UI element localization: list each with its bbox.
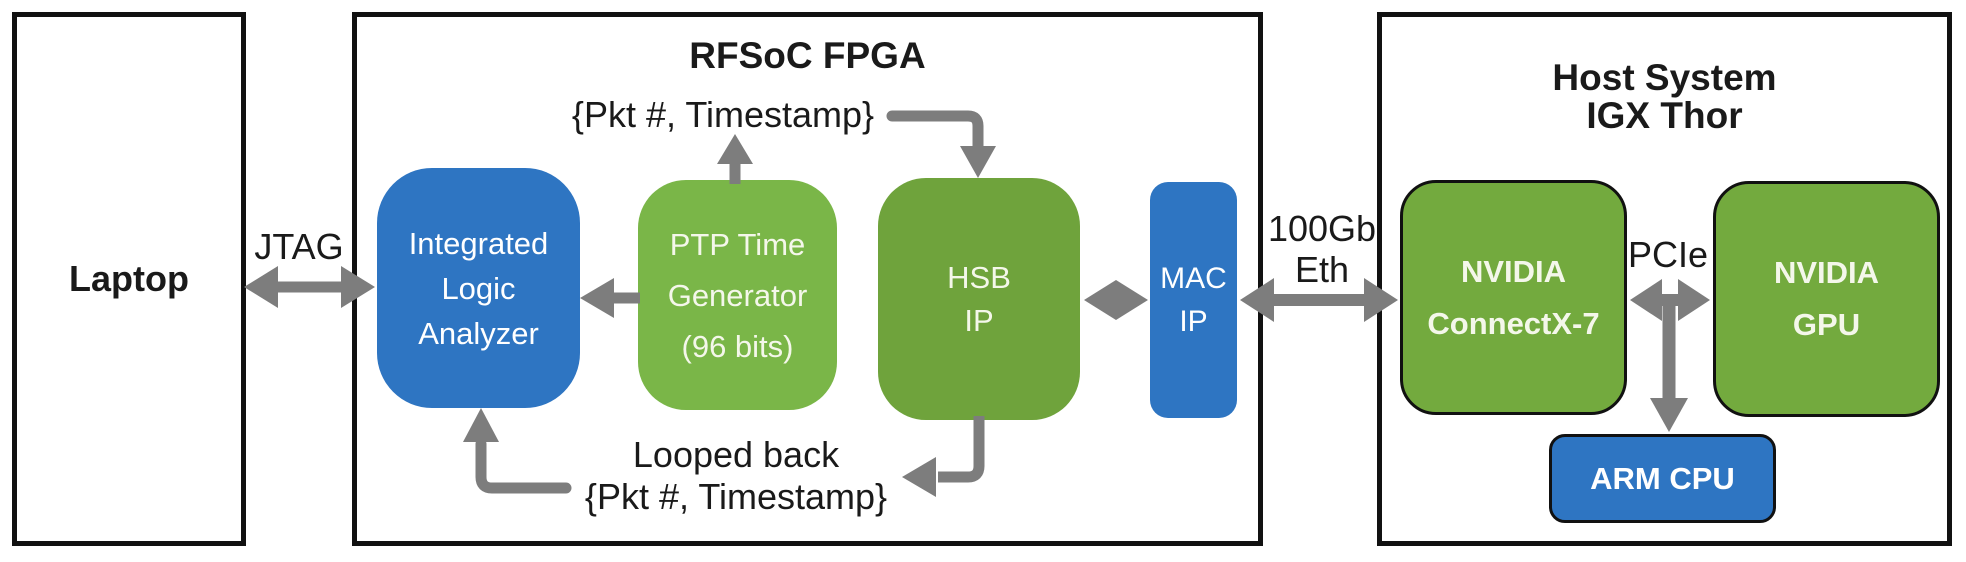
eth-line1: 100Gb (1267, 208, 1377, 249)
hsb-line1: HSB (947, 260, 1011, 295)
ptp-line3: (96 bits) (681, 328, 794, 364)
arm-cpu-label: ARM CPU (1590, 460, 1735, 496)
connectx7-line2: ConnectX-7 (1427, 305, 1600, 341)
gpu-block: NVIDIA GPU (1713, 181, 1940, 417)
loopback-label: Looped back {Pkt #, Timestamp} (585, 434, 887, 518)
mac-line2: IP (1179, 305, 1208, 338)
ila-block: Integrated Logic Analyzer (377, 168, 580, 408)
mac-line1: MAC (1160, 262, 1227, 295)
ila-line2: Logic (441, 270, 516, 306)
host-system-title: Host System IGX Thor (1382, 59, 1947, 135)
eth-line2: Eth (1294, 249, 1350, 290)
loopback-line2: {Pkt #, Timestamp} (584, 476, 888, 517)
rfsoc-fpga-title: RFSoC FPGA (689, 35, 926, 76)
loopback-line1: Looped back (632, 434, 840, 475)
ptp-line1: PTP Time (669, 226, 806, 262)
jtag-label: JTAG (254, 226, 344, 267)
mac-ip-block: MAC IP (1150, 182, 1237, 418)
hsb-line2: IP (964, 303, 994, 338)
ptp-time-generator-block: PTP Time Generator (96 bits) (638, 180, 837, 410)
eth-label: 100Gb Eth (1268, 208, 1376, 290)
ptp-line2: Generator (667, 277, 808, 313)
connectx7-line1: NVIDIA (1460, 253, 1567, 289)
arm-cpu-block: ARM CPU (1549, 434, 1776, 523)
connectx7-block: NVIDIA ConnectX-7 (1400, 180, 1627, 415)
ila-line3: Analyzer (418, 315, 539, 351)
pkt-timestamp-top-label: {Pkt #, Timestamp} (571, 94, 875, 135)
pcie-label: PCIe (1627, 234, 1709, 275)
gpu-line1: NVIDIA (1773, 255, 1880, 290)
host-title-line1: Host System (1552, 57, 1777, 98)
laptop-label: Laptop (69, 258, 189, 299)
hsb-ip-block: HSB IP (878, 178, 1080, 420)
host-title-line2: IGX Thor (1586, 95, 1743, 136)
gpu-line2: GPU (1792, 307, 1861, 342)
ila-line1: Integrated (408, 225, 549, 261)
laptop-box: Laptop (12, 12, 246, 546)
